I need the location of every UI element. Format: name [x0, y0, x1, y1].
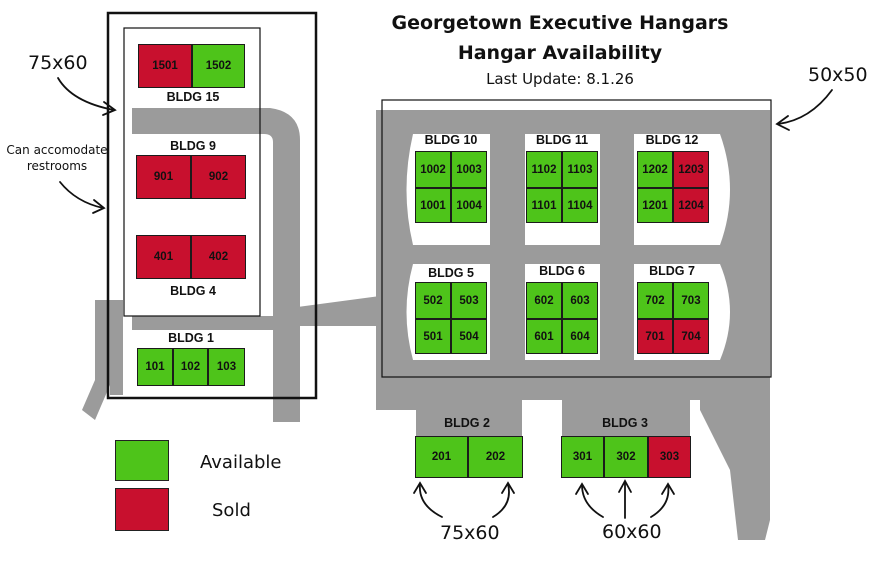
unit-401[interactable]: 401	[136, 235, 191, 279]
unit-1001[interactable]: 1001	[415, 188, 451, 223]
legend-swatch-sold	[115, 488, 169, 531]
unit-1501[interactable]: 1501	[138, 44, 192, 88]
unit-502[interactable]: 502	[415, 282, 451, 319]
unit-302[interactable]: 302	[604, 436, 648, 478]
outline-50x50-area	[381, 99, 772, 378]
unit-102[interactable]: 102	[173, 348, 208, 386]
size-label-50x50: 50x50	[808, 64, 868, 86]
bldg1-label: BLDG 1	[168, 331, 214, 345]
bldg15-label: BLDG 15	[166, 90, 220, 104]
unit-901[interactable]: 901	[136, 155, 191, 199]
bldg11-label: BLDG 11	[535, 133, 589, 147]
last-update: Last Update: 8.1.26	[486, 70, 634, 88]
unit-303[interactable]: 303	[648, 436, 691, 478]
unit-601[interactable]: 601	[526, 319, 562, 354]
unit-301[interactable]: 301	[561, 436, 604, 478]
unit-704[interactable]: 704	[673, 319, 709, 354]
outline-inner-area	[123, 27, 261, 317]
size-label-75x60-top: 75x60	[28, 52, 88, 74]
unit-1004[interactable]: 1004	[451, 188, 487, 223]
size-label-60x60: 60x60	[602, 521, 662, 543]
unit-702[interactable]: 702	[637, 282, 673, 319]
unit-1202[interactable]: 1202	[637, 151, 673, 188]
unit-202[interactable]: 202	[468, 436, 523, 478]
unit-201[interactable]: 201	[415, 436, 468, 478]
unit-1002[interactable]: 1002	[415, 151, 451, 188]
unit-1204[interactable]: 1204	[673, 188, 709, 223]
unit-1102[interactable]: 1102	[526, 151, 562, 188]
bldg5-label: BLDG 5	[428, 266, 474, 280]
unit-604[interactable]: 604	[562, 319, 598, 354]
bldg3-label: BLDG 3	[602, 416, 648, 430]
unit-103[interactable]: 103	[208, 348, 245, 386]
unit-1103[interactable]: 1103	[562, 151, 598, 188]
annotation-arrows	[57, 77, 833, 519]
unit-1104[interactable]: 1104	[562, 188, 598, 223]
page-title: Georgetown Executive Hangars	[391, 12, 729, 34]
unit-602[interactable]: 602	[526, 282, 562, 319]
unit-503[interactable]: 503	[451, 282, 487, 319]
bldg2-label: BLDG 2	[444, 416, 490, 430]
unit-1203[interactable]: 1203	[673, 151, 709, 188]
unit-703[interactable]: 703	[673, 282, 709, 319]
bldg12-label: BLDG 12	[645, 133, 699, 147]
unit-402[interactable]: 402	[191, 235, 246, 279]
unit-1201[interactable]: 1201	[637, 188, 673, 223]
unit-504[interactable]: 504	[451, 319, 487, 354]
bldg4-label: BLDG 4	[170, 284, 216, 298]
bldg6-label: BLDG 6	[539, 264, 585, 278]
bldg7-label: BLDG 7	[649, 264, 695, 278]
bldg10-label: BLDG 10	[424, 133, 478, 147]
unit-101[interactable]: 101	[137, 348, 173, 386]
bldg9-label: BLDG 9	[170, 139, 216, 153]
unit-1003[interactable]: 1003	[451, 151, 487, 188]
size-label-75x60-bottom: 75x60	[440, 522, 500, 544]
unit-1101[interactable]: 1101	[526, 188, 562, 223]
unit-902[interactable]: 902	[191, 155, 246, 199]
legend-swatch-available	[115, 440, 169, 481]
legend-label-sold: Sold	[212, 500, 251, 521]
unit-501[interactable]: 501	[415, 319, 451, 354]
legend-label-available: Available	[200, 452, 282, 473]
restrooms-note: Can accomodate restrooms	[6, 143, 108, 173]
page-subtitle: Hangar Availability	[457, 42, 663, 64]
unit-1502[interactable]: 1502	[192, 44, 245, 88]
unit-603[interactable]: 603	[562, 282, 598, 319]
unit-701[interactable]: 701	[637, 319, 673, 354]
outline-75x60-area	[106, 11, 318, 400]
